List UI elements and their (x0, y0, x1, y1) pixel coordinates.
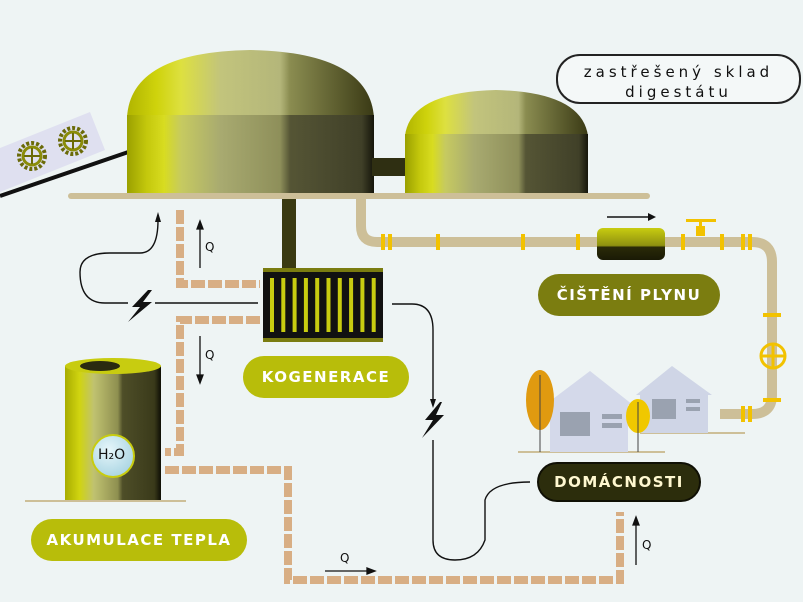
heat-q-label: Q (340, 551, 350, 565)
heat-pipes (165, 210, 624, 584)
tree (626, 399, 650, 452)
heat-arrows (196, 219, 640, 575)
cooling-fin (349, 278, 354, 332)
gas-pipe (356, 198, 777, 419)
cooling-fin (371, 278, 376, 332)
heat-q-label: Q (642, 538, 652, 552)
cooling-fin (360, 278, 365, 332)
digester-secondary (405, 90, 588, 193)
gas-shaft (282, 199, 296, 271)
gas-cleaning-label: ČIŠTĚNÍ PLYNU (538, 274, 720, 316)
storage-note-line2: digestátu (625, 83, 732, 101)
feed-conveyor (0, 112, 141, 198)
electricity-lines (79, 219, 531, 561)
lightning-icon (422, 402, 444, 438)
digester-connector (372, 158, 406, 176)
cooling-fin (303, 278, 308, 332)
storage-note: zastřešený sklad digestátu (556, 54, 801, 104)
heat-q-label: Q (205, 240, 215, 254)
flow-arrow-icon (607, 213, 656, 221)
water-bubble (91, 434, 135, 478)
valve-wheel-icon (759, 342, 787, 370)
flanges (381, 234, 781, 422)
digester-main (127, 50, 374, 193)
heat-storage-tank (25, 358, 186, 502)
cogeneration-label: KOGENERACE (243, 356, 409, 398)
heat-storage-label: AKUMULACE TEPLA (31, 519, 247, 561)
gas-cleaning-unit (597, 228, 665, 260)
water-label: H₂O (98, 447, 126, 463)
house (545, 371, 633, 452)
heat-q-label: Q (205, 348, 215, 362)
lightning-icon (128, 290, 152, 322)
cooling-fin (337, 278, 342, 332)
storage-note-line1: zastřešený sklad (583, 63, 774, 81)
cooling-fin (326, 278, 331, 332)
cooling-fin (292, 278, 297, 332)
cooling-fin (270, 278, 274, 332)
cogeneration-unit (263, 268, 383, 342)
valve-tap-icon (686, 219, 716, 236)
platform (68, 193, 650, 199)
arrow-down-icon (430, 399, 436, 408)
households-illustration (518, 366, 745, 453)
cooling-fin (281, 278, 286, 332)
tree (526, 370, 554, 452)
arrow-up-icon (155, 212, 161, 222)
gear-icon (17, 141, 47, 171)
cooling-fin (315, 278, 320, 332)
gear-icon (58, 126, 88, 156)
households-label: DOMÁCNOSTI (537, 462, 701, 502)
